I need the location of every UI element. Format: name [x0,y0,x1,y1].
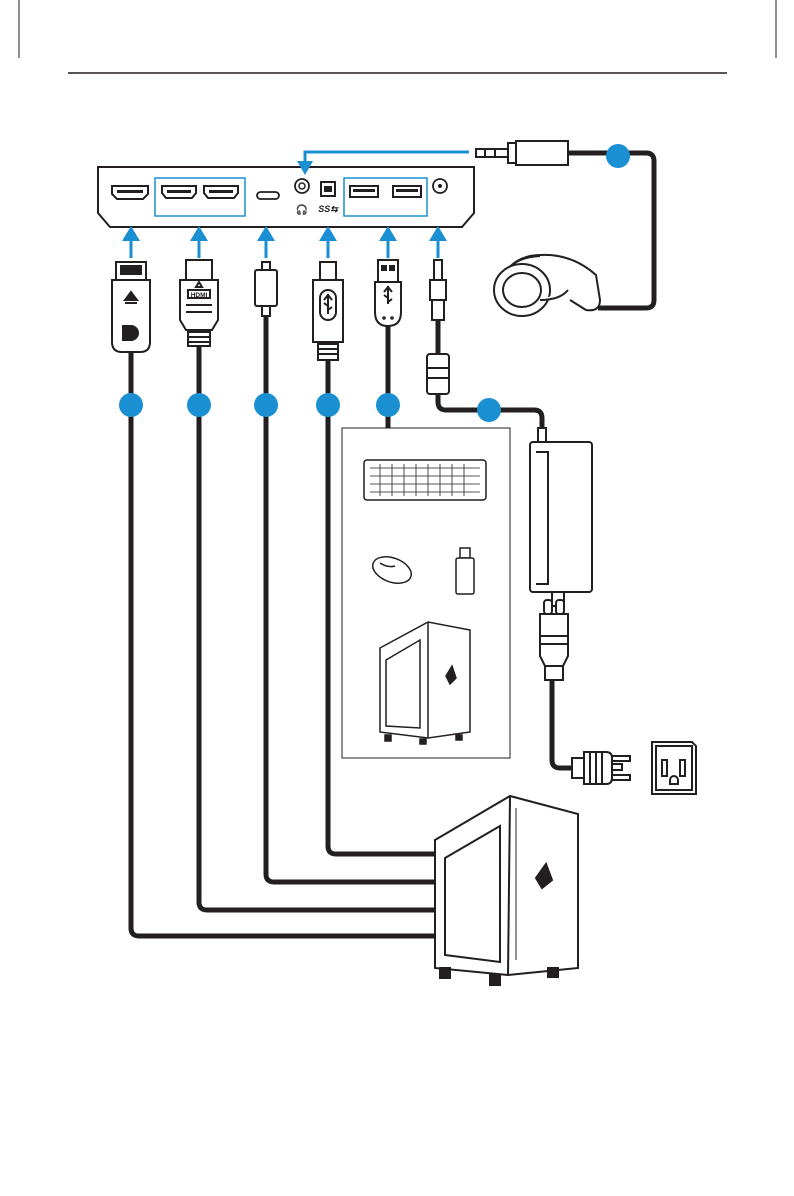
headphones-icon [494,255,600,316]
hdmi-port-2 [204,186,238,198]
keyboard-icon [364,460,486,500]
dc-power-port [433,179,447,193]
callout-dot-hdmi [187,393,211,417]
hdmi-logo: HDMI [191,292,208,299]
arrow-dc-power [429,226,447,258]
hdmi-connector: HDMI [180,260,218,346]
superspeed-usb-label: SS⇆ [318,204,339,214]
arrow-usb-c [257,226,275,258]
arrow-usb-b [319,226,337,258]
wall-plug [572,752,630,784]
usb-b-port [321,182,335,196]
arrow-displayport [122,226,140,258]
arrow-usb-a [379,226,397,258]
headphone-plug [476,141,568,165]
pc-tower-large-icon [435,796,578,985]
hdmi-port-1 [162,186,196,198]
callout-dot-headphones [606,144,630,168]
headphone-icon: 🎧 [296,203,308,216]
callout-dot-displayport [119,393,143,417]
monitor-io-panel: 🎧 SS⇆ [98,167,474,227]
usb-devices-box [342,428,510,758]
callout-dot-usb-a [376,393,400,417]
pc-tower-small-icon [380,622,470,744]
usb-a-connector [375,260,401,326]
displayport-connector [112,262,150,352]
power-adapter [530,428,592,606]
usb-a-port-2 [393,186,421,197]
usb-c-port [257,192,279,199]
wall-outlet-icon [652,742,696,794]
arrow-hdmi [190,226,208,258]
callout-dot-usb-c [254,393,278,417]
usb-b-connector [313,262,343,360]
usb-c-connector [255,262,277,316]
callout-dot-dc-power [477,398,501,422]
ac-connector [540,600,568,680]
headphone-jack [295,179,309,193]
usb-a-port-1 [350,186,378,197]
ac-cable [552,680,572,768]
displayport-port [112,186,148,199]
callout-dot-usb-b [316,393,340,417]
